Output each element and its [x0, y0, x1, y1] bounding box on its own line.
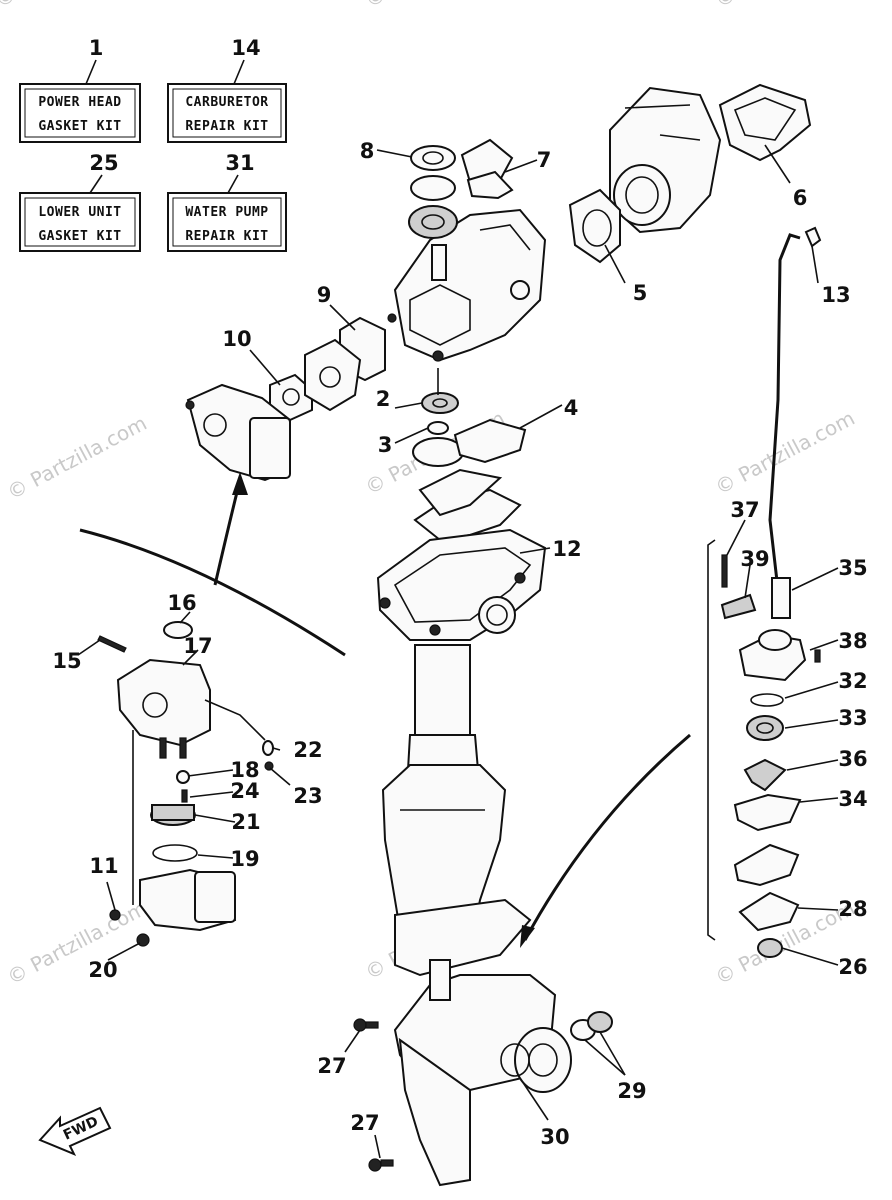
callout-12: 12: [552, 537, 581, 561]
callout-11: 11: [89, 854, 118, 878]
callout-37: 37: [730, 498, 759, 522]
callout-33: 33: [838, 706, 867, 730]
kit-label-water-pump: 31 WATER PUMP REPAIR KIT: [167, 151, 287, 252]
callout-15: 15: [52, 649, 81, 673]
callout-21: 21: [231, 810, 260, 834]
callout-35: 35: [838, 556, 867, 580]
callout-8: 8: [360, 139, 375, 163]
watermark: © Partzilla.com: [711, 406, 859, 500]
callout-28: 28: [838, 897, 867, 921]
fwd-arrow-icon: FWD: [38, 1106, 112, 1156]
callout-36: 36: [838, 747, 867, 771]
kit-label-power-head: 1 POWER HEAD GASKET KIT: [19, 36, 141, 143]
kit-line2: REPAIR KIT: [185, 229, 268, 244]
callout-4: 4: [564, 396, 579, 420]
callout-26: 26: [838, 955, 867, 979]
callout-34: 34: [838, 787, 867, 811]
callout-38: 38: [838, 629, 867, 653]
kit-line1: WATER PUMP: [185, 205, 268, 220]
kit-number: 25: [89, 151, 118, 175]
kit-label-lower-unit: 25 LOWER UNIT GASKET KIT: [19, 151, 141, 252]
carburetor-exploded-drawing: [79, 472, 346, 947]
callout-16: 16: [167, 591, 196, 615]
callout-19: 19: [230, 847, 259, 871]
kit-line1: LOWER UNIT: [38, 205, 121, 220]
callout-9: 9: [317, 283, 332, 307]
callout-27-lower: 27: [350, 1111, 379, 1135]
kit-line1: CARBURETOR: [185, 95, 268, 110]
callout-5: 5: [633, 281, 648, 305]
callout-29: 29: [617, 1079, 646, 1103]
callout-22: 22: [293, 738, 322, 762]
kit-line1: POWER HEAD: [38, 95, 121, 110]
callout-20: 20: [88, 958, 117, 982]
callout-numbers: 2 3 4 5 6 7 8 9 10 11 12 13 15 16 17 18 …: [52, 139, 867, 1149]
watermark: © Partzilla.com: [711, 0, 859, 12]
kit-number: 31: [225, 151, 254, 175]
water-pump-drawing: [707, 226, 822, 958]
driveshaft-housing-drawing: [353, 468, 691, 1187]
callout-2: 2: [376, 387, 391, 411]
kit-label-carburetor: 14 CARBURETOR REPAIR KIT: [167, 36, 287, 143]
callout-23: 23: [293, 784, 322, 808]
callout-3: 3: [378, 433, 393, 457]
watermark: © Partzilla.com: [3, 411, 151, 505]
callout-10: 10: [222, 327, 251, 351]
callout-13: 13: [821, 283, 850, 307]
leader-lines: [77, 144, 839, 1159]
callout-17: 17: [183, 634, 212, 658]
watermark: © Partzilla.com: [0, 0, 139, 12]
callout-27-upper: 27: [317, 1054, 346, 1078]
callout-18: 18: [230, 758, 259, 782]
callout-6: 6: [793, 186, 808, 210]
kit-line2: REPAIR KIT: [185, 119, 268, 134]
watermark: © Partzilla.com: [3, 896, 151, 990]
kit-number: 14: [231, 36, 260, 60]
kit-line2: GASKET KIT: [38, 119, 121, 134]
power-head-drawing: [185, 83, 812, 482]
callout-39: 39: [740, 547, 769, 571]
watermark: © Partzilla.com: [361, 0, 509, 12]
callout-24: 24: [230, 779, 259, 803]
callout-7: 7: [537, 148, 552, 172]
callout-32: 32: [838, 669, 867, 693]
callout-30: 30: [540, 1125, 569, 1149]
kit-line2: GASKET KIT: [38, 229, 121, 244]
kit-number: 1: [89, 36, 104, 60]
